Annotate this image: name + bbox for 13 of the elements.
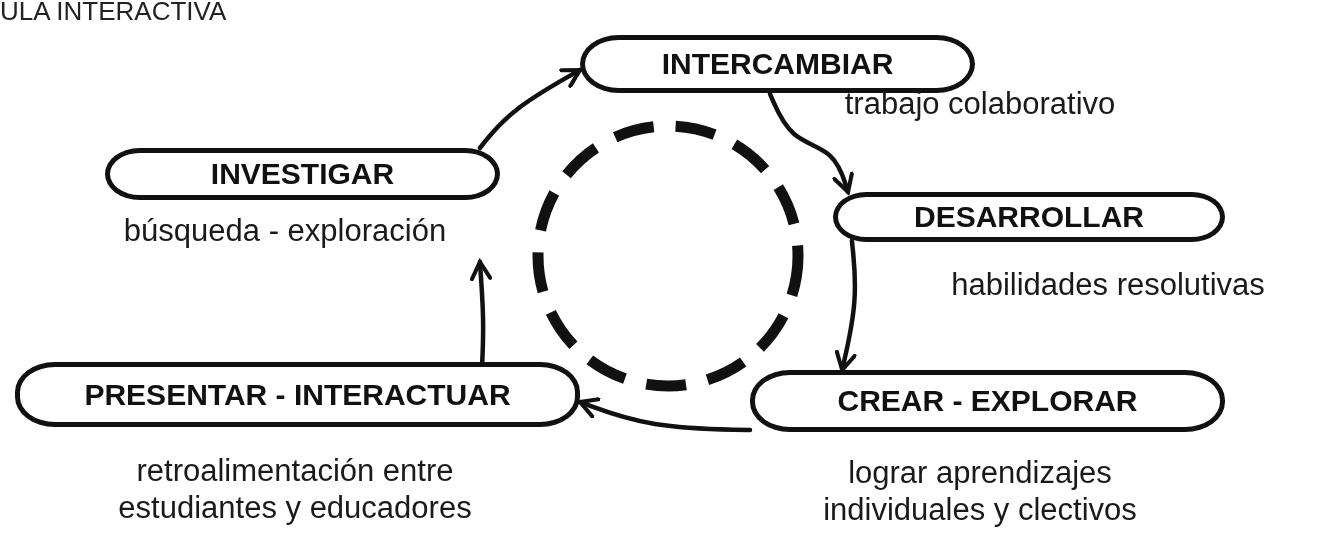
stage-label: PRESENTAR - INTERACTUAR xyxy=(15,362,580,427)
diagram-title: ULA INTERACTIVA xyxy=(0,0,227,27)
stage-label: CREAR - EXPLORAR xyxy=(750,370,1225,432)
stage-label: DESARROLLAR xyxy=(833,192,1225,242)
arrow xyxy=(477,67,583,151)
stage-label: INVESTIGAR xyxy=(105,148,500,200)
stage-description: habilidades resolutivas xyxy=(950,266,1266,304)
stage-description: búsqueda - exploración xyxy=(122,212,448,250)
arrow xyxy=(767,91,854,195)
stage-description: retroalimentación entre estudiantes y educadores xyxy=(117,452,473,527)
stage-description: lograr aprendizajes individuales y clectivos xyxy=(822,454,1138,529)
arrow xyxy=(577,397,753,433)
stage-label: INTERCAMBIAR xyxy=(580,35,975,93)
